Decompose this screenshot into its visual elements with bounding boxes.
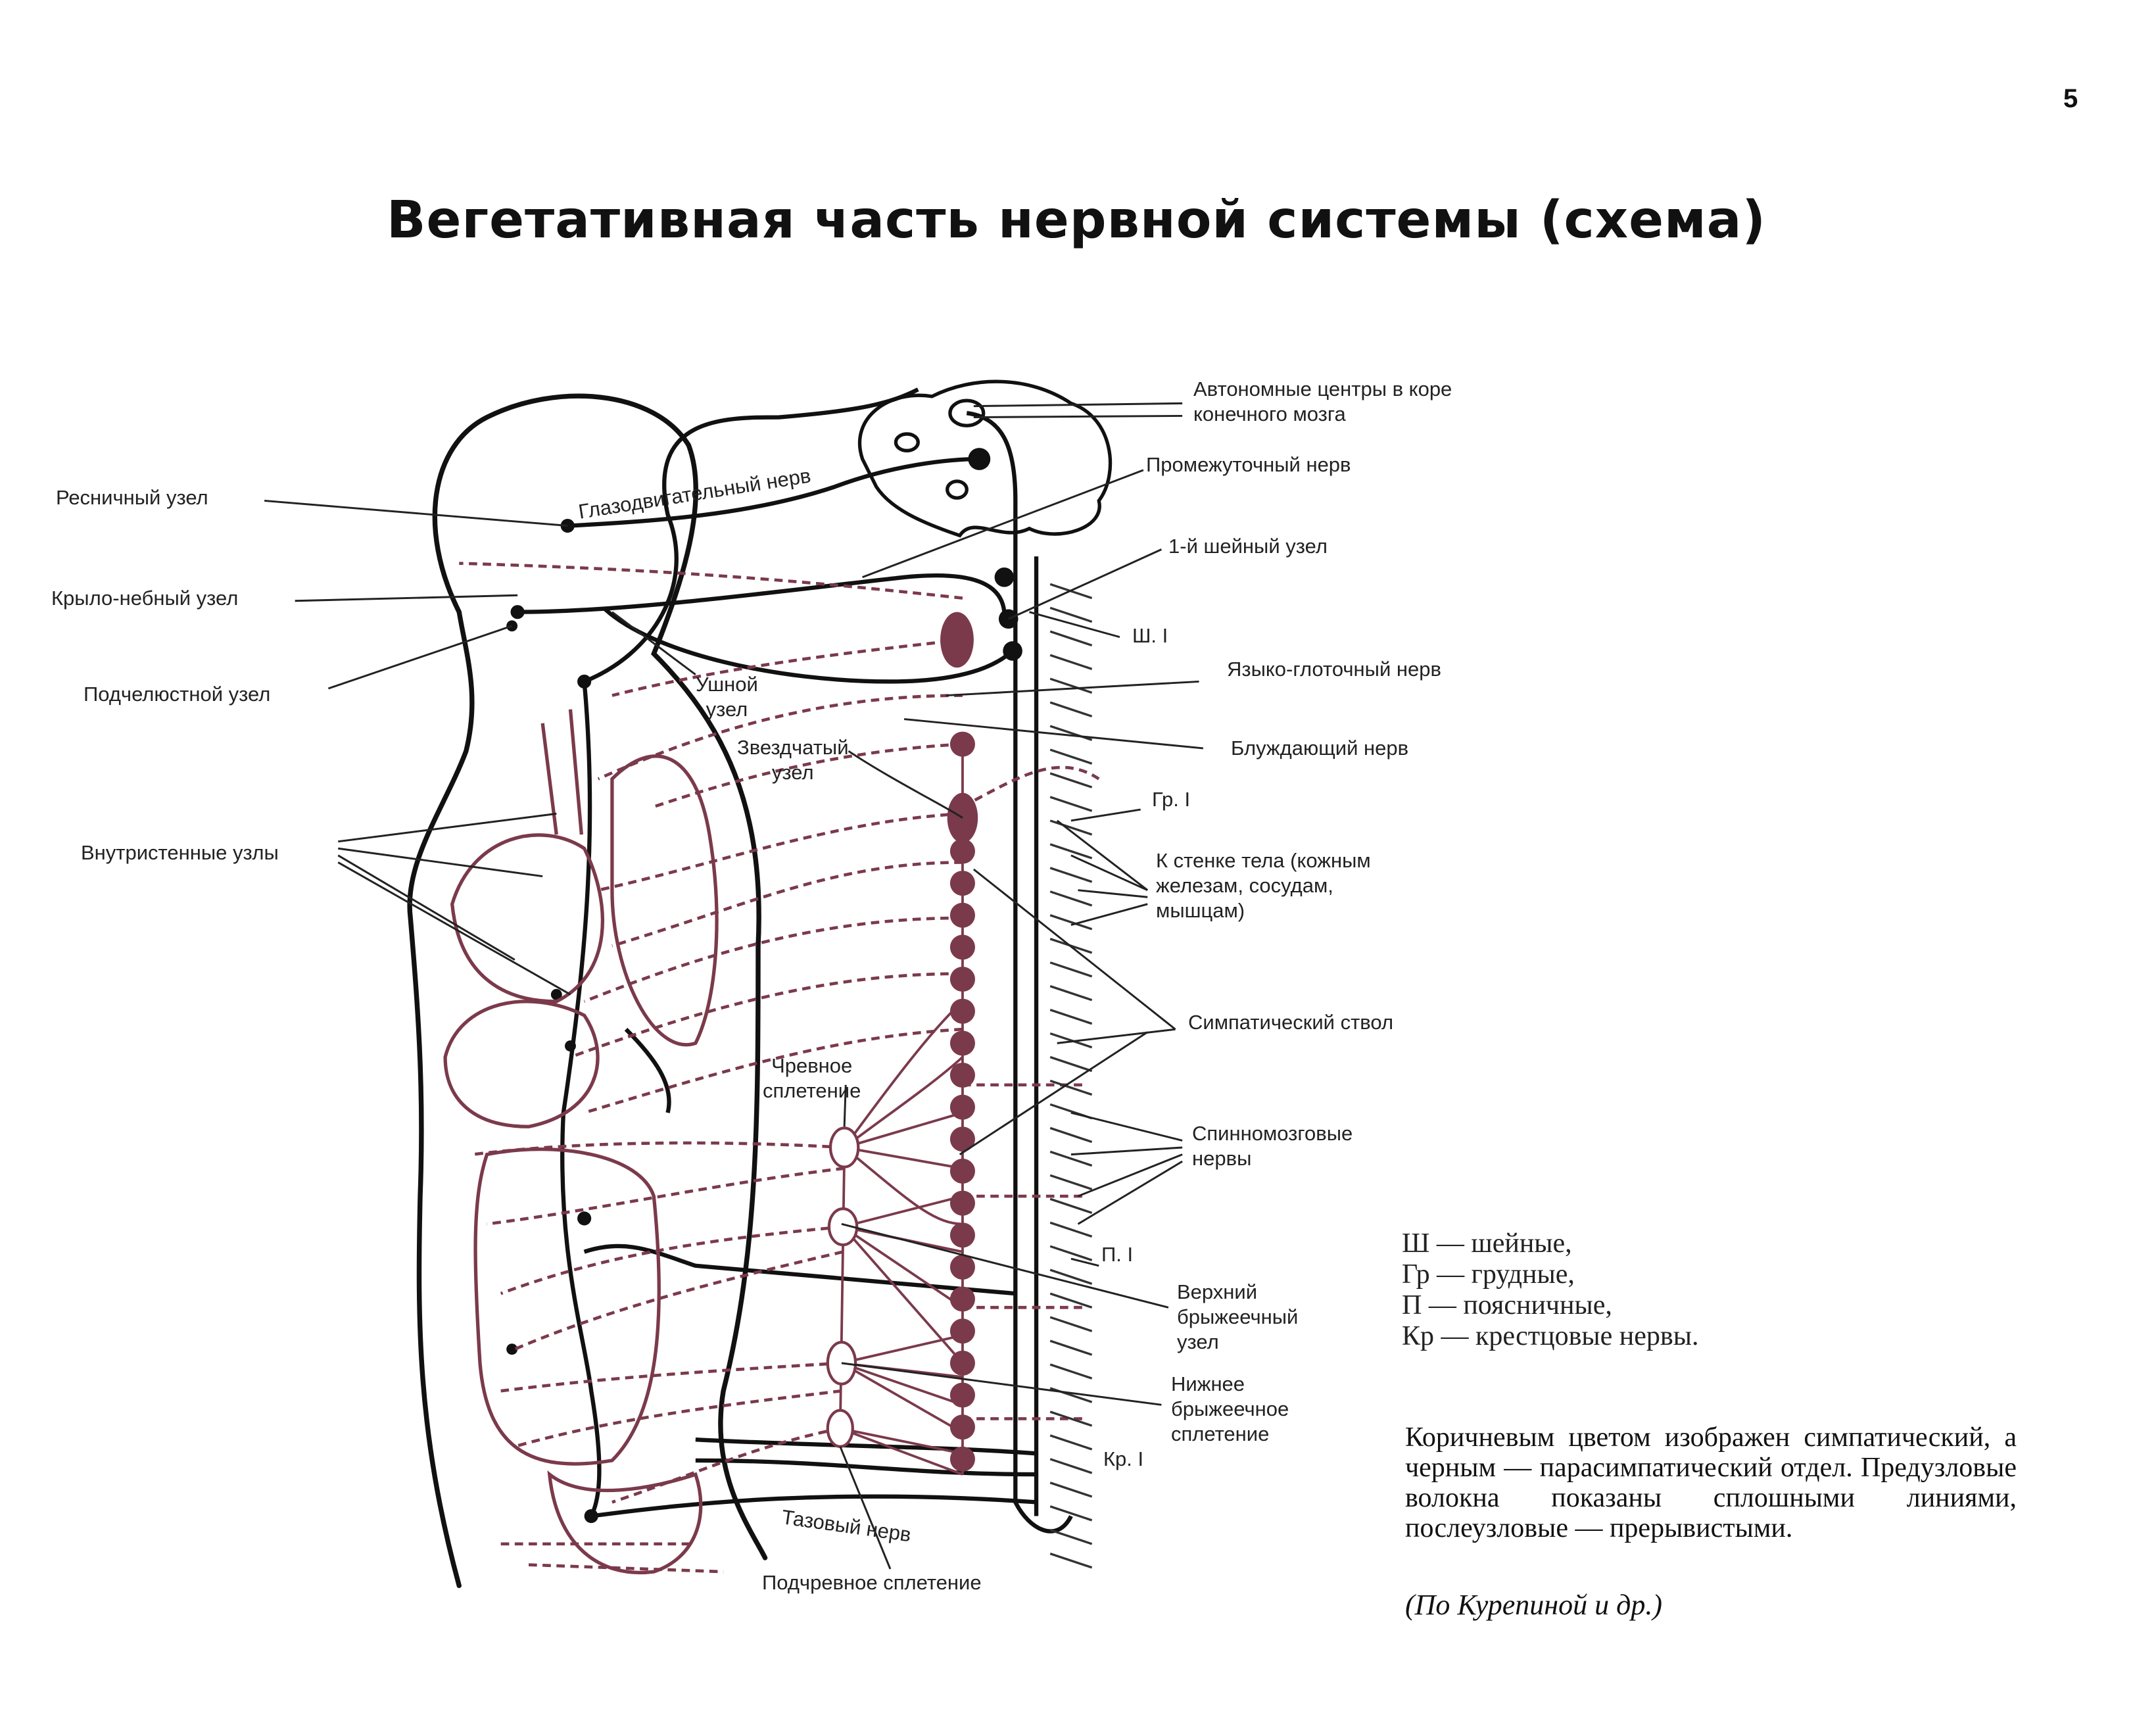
label-line: узел: [771, 761, 814, 784]
label-submandibular-ganglion: Подчелюстной узел: [84, 683, 271, 706]
legend-item: П — поясничные,: [1402, 1290, 1612, 1320]
label-line: мышцам): [1156, 899, 1245, 922]
label-line: железам, сосудам,: [1156, 874, 1333, 897]
label-line: Верхний: [1177, 1280, 1258, 1303]
label-thoracic-1: Гр. I: [1152, 788, 1191, 811]
label-line: брыжеечный: [1177, 1305, 1299, 1328]
label-glossopharyngeal-nerve: Языко-глоточный нерв: [1227, 658, 1441, 681]
label-sympathetic-trunk: Симпатический ствол: [1188, 1011, 1394, 1034]
label-lumbar-1: П. I: [1101, 1243, 1134, 1266]
label-intermediate-nerve: Промежуточный нерв: [1146, 453, 1351, 476]
label-line: узел: [1177, 1330, 1219, 1353]
label-line: сплетение: [1171, 1422, 1270, 1445]
legend-item: Гр — грудные,: [1402, 1259, 1575, 1290]
abbreviation-legend: Ш — шейные, Гр — грудные, П — поясничные…: [1402, 1228, 1698, 1352]
label-line: брыжеечное: [1171, 1397, 1289, 1420]
label-vagus-nerve: Блуждающий нерв: [1231, 737, 1409, 760]
label-line: Чревное: [771, 1054, 853, 1077]
spinal-nerve-ticks: [1049, 583, 1093, 1569]
label-first-cervical-ganglion: 1-й шейный узел: [1168, 535, 1328, 558]
brain-outline: [857, 379, 1113, 538]
color-note: Коричневым цветом изображен симпатически…: [1405, 1422, 2017, 1543]
label-line: Звездчатый: [737, 736, 849, 759]
label-hypogastric-plexus: Подчревное сплетение: [762, 1571, 982, 1594]
label-pterygopalatine-ganglion: Крыло-небный узел: [51, 587, 239, 610]
sympathetic-organs: [443, 709, 719, 1574]
legend-item: Кр — крестцовые нервы.: [1402, 1321, 1699, 1351]
label-cervical-1: Ш. I: [1132, 624, 1168, 647]
page-number: 5: [2063, 84, 2078, 113]
sympathetic-trunk-ganglia: [940, 612, 978, 1472]
label-line: Автономные центры в коре: [1193, 377, 1452, 400]
label-sacral-1: Кр. I: [1103, 1447, 1144, 1470]
label-line: К стенке тела (кожным: [1156, 849, 1371, 872]
label-line: сплетение: [763, 1079, 861, 1102]
citation: (По Курепиной и др.): [1405, 1589, 1662, 1621]
leader-lines: [264, 402, 1204, 1570]
parasympathetic-ganglia: [506, 448, 1022, 1524]
label-line: Нижнее: [1171, 1372, 1245, 1395]
label-line: нервы: [1192, 1147, 1252, 1170]
legend-item: Ш — шейные,: [1402, 1228, 1572, 1259]
label-line: узел: [706, 698, 748, 721]
label-line: Ушной: [696, 673, 758, 696]
label-ciliary-ganglion: Ресничный узел: [56, 486, 208, 509]
label-line: конечного мозга: [1193, 402, 1346, 425]
parasympathetic-fibers: [517, 387, 1073, 1534]
label-intramural-ganglia: Внутристенные узлы: [81, 841, 279, 864]
page-title: Вегетативная часть нервной системы (схем…: [387, 191, 1767, 250]
label-line: Спинномозговые: [1192, 1122, 1353, 1145]
sympathetic-postganglionic-fibers: [459, 562, 1100, 1574]
